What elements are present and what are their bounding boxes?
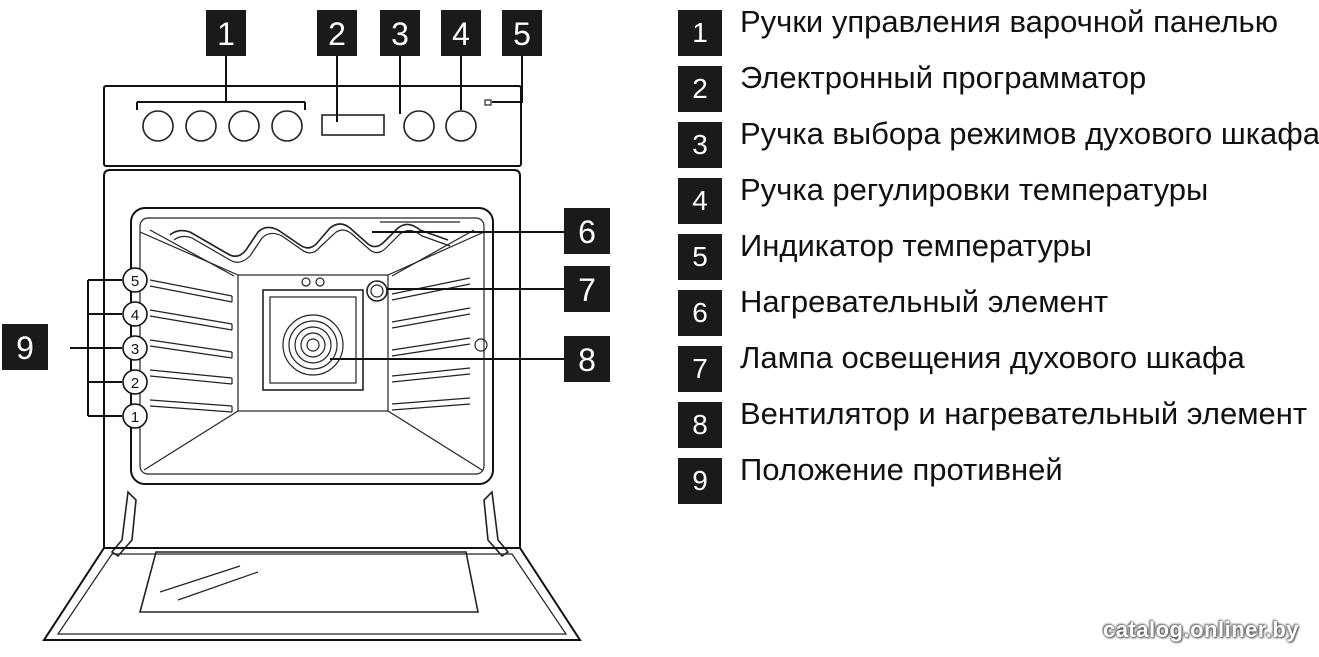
legend-item: 6 Нагревательный элемент [678,284,1318,340]
callout-5: 5 [513,16,531,52]
legend-number: 4 [678,178,722,224]
legend-text: Ручка выбора режимов духового шкафа [740,116,1319,151]
callout-1: 1 [217,16,235,52]
convection-fan [262,289,364,391]
legend-item: 1 Ручки управления варочной панелью [678,4,1318,60]
shelf-position-3: 3 [131,341,139,358]
oven-diagram: 5 4 3 2 1 1 2 3 4 5 6 7 8 9 [2,10,610,641]
callout-7: 7 [578,272,596,308]
callout-8: 8 [578,342,596,378]
legend-text: Ручки управления варочной панелью [740,4,1278,39]
temperature-knob [445,110,477,142]
legend-item: 2 Электронный программатор [678,60,1318,116]
hob-knob-1 [142,110,174,142]
legend-item: 8 Вентилятор и нагревательный элемент [678,396,1318,452]
oven-lamp [366,280,388,302]
legend-number: 7 [678,346,722,392]
right-shelf-runners [391,277,488,411]
callout-3: 3 [391,16,409,52]
legend-number: 2 [678,66,722,112]
legend-item: 7 Лампа освещения духового шкафа [678,340,1318,396]
legend-item: 4 Ручка регулировки температуры [678,172,1318,228]
shelf-position-4: 4 [131,307,139,324]
legend-number: 1 [678,10,722,56]
callouts: 1 2 3 4 5 6 7 8 9 [2,10,610,382]
callout-9: 9 [16,330,34,366]
legend-text: Нагревательный элемент [740,284,1109,319]
shelf-position-1: 1 [131,409,139,426]
callout-2: 2 [328,16,346,52]
legend-number: 9 [678,458,722,504]
legend-text: Индикатор температуры [740,228,1093,263]
legend-text: Электронный программатор [740,60,1147,95]
hob-knob-4 [271,110,303,142]
left-shelf-runners [149,279,233,413]
legend-number: 5 [678,234,722,280]
watermark: catalog.onliner.by [1102,617,1299,642]
shelf-position-5: 5 [131,273,139,290]
temperature-indicator [484,99,492,106]
legend-text: Лампа освещения духового шкафа [740,340,1245,375]
legend-number: 6 [678,290,722,336]
legend-text: Положение противней [740,452,1063,487]
legend: 1 Ручки управления варочной панелью 2 Эл… [678,4,1319,508]
shelf-position-markers: 5 4 3 2 1 [122,267,148,429]
legend-item: 9 Положение противней [678,452,1318,508]
legend-text: Вентилятор и нагревательный элемент [740,396,1308,431]
leader-lines [70,56,564,417]
callout-4: 4 [452,16,470,52]
oven-door [42,490,582,641]
legend-item: 5 Индикатор температуры [678,228,1318,284]
legend-number: 8 [678,402,722,448]
shelf-position-2: 2 [131,375,139,392]
hob-knob-3 [228,110,260,142]
hob-knob-2 [185,110,217,142]
programmer-display [321,114,385,136]
control-panel [103,85,522,167]
legend-number: 3 [678,122,722,168]
callout-6: 6 [578,214,596,250]
mode-knob [403,110,435,142]
legend-text: Ручка регулировки температуры [740,172,1209,207]
legend-item: 3 Ручка выбора режимов духового шкафа [678,116,1319,172]
top-heating-element [169,221,460,287]
